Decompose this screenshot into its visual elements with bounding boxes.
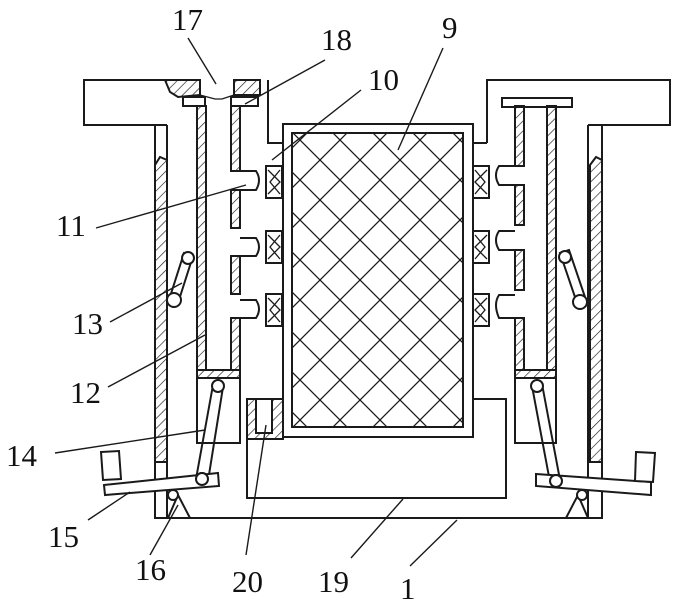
label-16: 16 xyxy=(135,552,166,587)
pivot-left xyxy=(167,489,191,519)
workpiece xyxy=(282,123,474,438)
flange-left-b xyxy=(230,96,259,107)
label-9: 9 xyxy=(442,10,458,45)
top-nozzle xyxy=(163,79,261,100)
link-upper-left xyxy=(166,251,195,308)
nozzle-tips-right xyxy=(472,165,490,327)
label-17: 17 xyxy=(172,2,203,37)
label-11: 11 xyxy=(56,208,86,243)
housing-right xyxy=(473,79,671,144)
nozzle-arms-left xyxy=(240,170,260,319)
leader-lines xyxy=(54,37,458,567)
label-10: 10 xyxy=(368,62,399,97)
label-15: 15 xyxy=(48,519,79,554)
label-19: 19 xyxy=(318,564,349,599)
lever-right xyxy=(535,450,657,497)
lever-left xyxy=(99,449,221,497)
flange-right xyxy=(501,97,573,108)
housing-left xyxy=(83,79,285,144)
nozzle-arms-right xyxy=(495,165,515,319)
link-upper-right xyxy=(558,248,588,310)
label-18: 18 xyxy=(321,22,352,57)
outer-wall-left xyxy=(154,125,168,518)
flange-left-a xyxy=(182,96,206,107)
label-13: 13 xyxy=(72,306,103,341)
pivot-right xyxy=(565,489,589,519)
nozzle-tips-left xyxy=(265,165,283,327)
label-14: 14 xyxy=(6,438,38,473)
outer-wall-right xyxy=(587,125,603,518)
label-1: 1 xyxy=(400,571,416,606)
label-20: 20 xyxy=(232,564,263,599)
label-12: 12 xyxy=(70,375,101,410)
inner-column-right xyxy=(514,105,557,444)
